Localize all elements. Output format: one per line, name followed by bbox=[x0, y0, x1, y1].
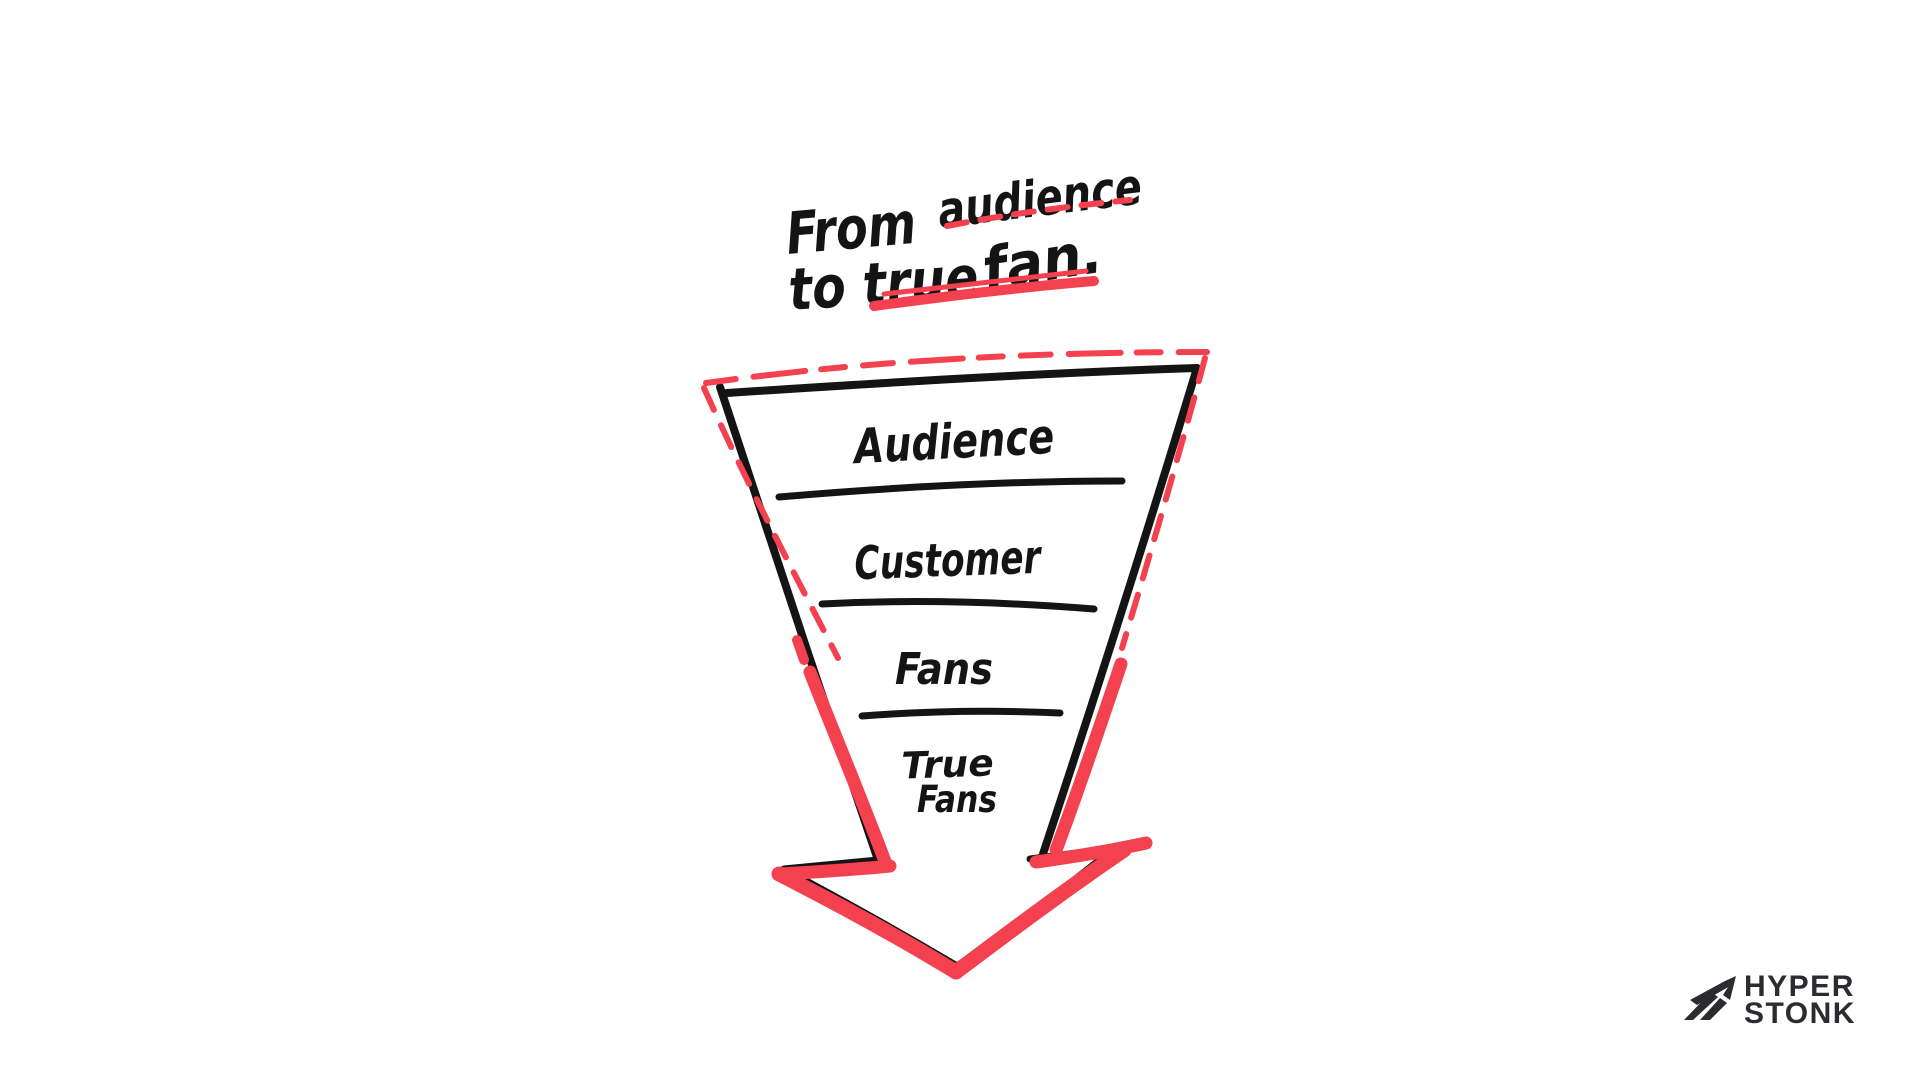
logo-mark-stripe-long bbox=[1684, 992, 1718, 1020]
red-dashed-top-outline bbox=[703, 349, 1210, 386]
divider-fans-truefans bbox=[858, 707, 1064, 720]
fan-solid-underline-thick bbox=[869, 276, 1099, 311]
red-dashed-right-outline bbox=[1119, 355, 1208, 651]
red-dashed-left-outline bbox=[701, 385, 841, 661]
funnel-arrow-diagram bbox=[701, 349, 1210, 980]
logo-word-hyper: HYPER bbox=[1744, 970, 1855, 1003]
logo-mark-head bbox=[1723, 976, 1736, 1000]
stage-label-customer: Customer bbox=[854, 530, 1044, 591]
divider-customer-fans bbox=[818, 598, 1098, 613]
red-solid-right-edge bbox=[1049, 657, 1128, 857]
title-word-to-true: to true bbox=[786, 243, 980, 324]
red-solid-right-barb bbox=[1029, 836, 1153, 869]
arrow-logo-icon bbox=[1684, 976, 1736, 1020]
red-solid-left-accent-dot bbox=[792, 635, 809, 665]
logo-mark-stripe-short bbox=[1700, 998, 1727, 1020]
red-solid-left-edge bbox=[803, 665, 893, 871]
title-word-from: From bbox=[783, 189, 918, 268]
stage-label-true-fans-line1: True bbox=[901, 741, 994, 787]
funnel-top-edge bbox=[723, 364, 1201, 397]
red-solid-right-tip bbox=[948, 842, 1132, 980]
red-solid-left-tip bbox=[771, 866, 964, 980]
brand-logo: HYPER STONK bbox=[1684, 970, 1856, 1030]
red-solid-left-barb bbox=[772, 859, 897, 881]
stage-label-true-fans-line2: Fans bbox=[917, 778, 997, 821]
funnel-right-edge bbox=[1038, 364, 1201, 861]
audience-dashed-underline bbox=[944, 197, 1133, 229]
logo-word-stonk: STONK bbox=[1744, 997, 1856, 1030]
title: From audience to true fan. bbox=[783, 157, 1145, 324]
logo-mark-top-bar bbox=[1690, 976, 1736, 1005]
funnel-stage-labels: Audience Customer Fans True Fans bbox=[850, 409, 1056, 821]
divider-audience-customer bbox=[775, 477, 1126, 501]
stage-label-audience: Audience bbox=[850, 409, 1056, 476]
fan-solid-underline-thin bbox=[881, 268, 1089, 297]
stage-label-fans: Fans bbox=[895, 644, 993, 695]
